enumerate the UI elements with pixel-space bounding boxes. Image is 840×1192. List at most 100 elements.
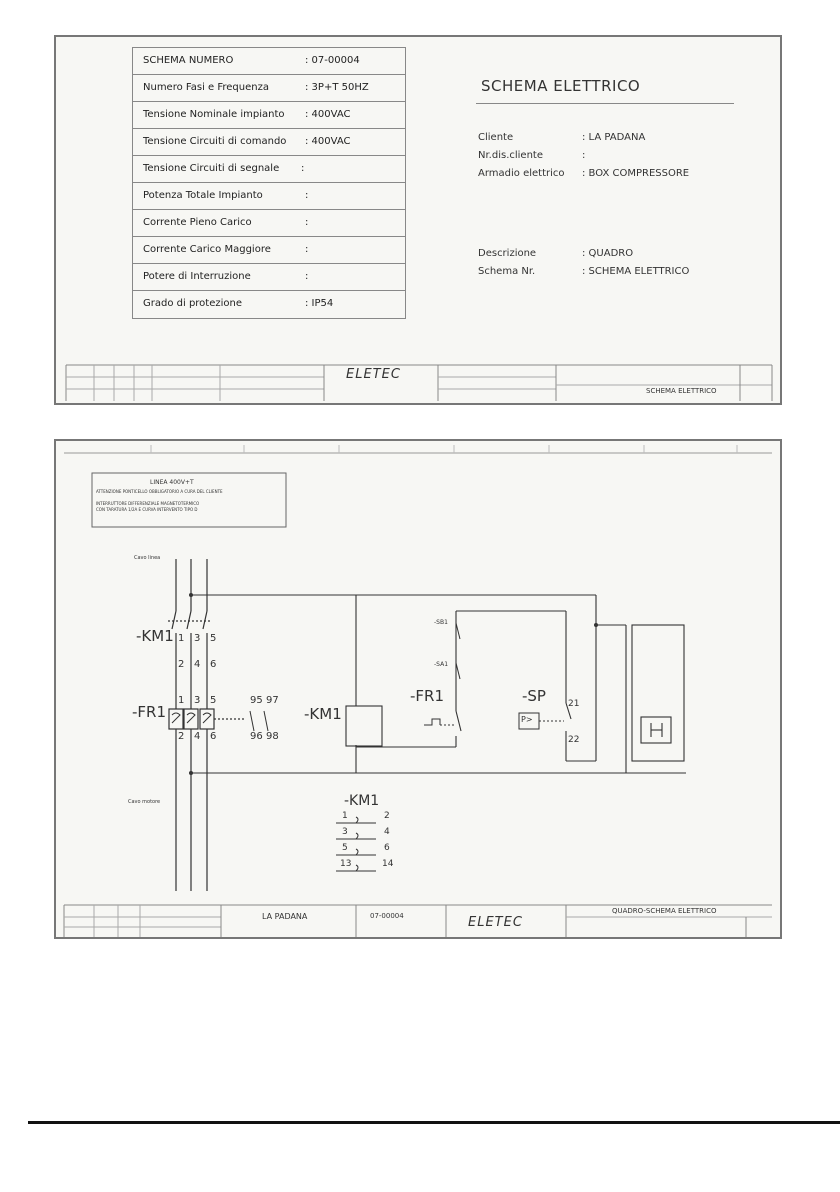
spec-value: : [305,271,309,282]
fr1-aux-terminal: 97 [266,695,279,706]
spec-label: SCHEMA NUMERO [143,55,234,66]
spec-row: Potenza Totale Impianto : [133,183,405,210]
junction-dot [594,623,598,627]
spec-label: Numero Fasi e Frequenza [143,82,269,93]
junction-dot [189,771,193,775]
spec-value: : [301,163,305,174]
km1-contact-b: 2 [384,811,390,821]
fr1-terminal: 3 [194,695,201,706]
fr1-contact-label: -FR1 [410,687,445,705]
title-underline [476,103,734,104]
km1-contact-table [336,816,376,872]
km1-contact-b: 6 [384,843,390,853]
thermal-element-icon [202,712,212,724]
junction-dot [189,593,193,597]
spec-label: Tensione Circuiti di comando [143,136,287,147]
drawing-title: SCHEMA ELETTRICO [481,77,641,95]
fr1-power-label: -FR1 [132,703,167,721]
frame-ticks [150,445,738,453]
fr1-aux-terminal: 98 [266,731,279,742]
note-line-1: ATTENZIONE PONTICELLO OBBLIGATORIO A CUR… [96,489,223,494]
cavo-linea-label: Cavo linea [134,555,161,561]
brand-logo: ELETEC [346,367,401,382]
spec-value: : [305,217,309,228]
schema-label: Schema Nr. [478,266,536,277]
client-label: Cliente [478,132,514,143]
note-title: LINEA 400V+T [150,479,194,486]
cavo-motore-label: Cavo motore [128,799,161,805]
description-label: Descrizione [478,248,537,259]
page-footer-rule [28,1121,840,1124]
km1-power-label: -KM1 [136,627,174,645]
cover-titleblock [65,364,773,401]
spec-value: : [305,190,309,201]
fr1-terminal: 2 [178,731,185,742]
spec-row: Tensione Circuiti di segnale : [133,156,405,183]
sb1-label: -SB1 [434,619,448,626]
client-value: : LA PADANA [582,132,646,143]
schema-value: : SCHEMA ELETTRICO [582,266,690,277]
km1-terminal: 1 [178,633,185,644]
spec-row: Grado di protezione : IP54 [133,291,405,318]
km1-contact-a: 1 [342,811,348,821]
description-value: : QUADRO [582,248,634,259]
km1-terminal: 3 [194,633,201,644]
spec-row: Tensione Nominale impianto : 400VAC [133,102,405,129]
fr1-terminal: 4 [194,731,201,742]
spec-label: Corrente Pieno Carico [143,217,252,228]
km1-contact-a: 13 [340,859,352,869]
spec-row: Corrente Pieno Carico : [133,210,405,237]
spec-label: Grado di protezione [143,298,243,309]
fr1-terminal: 1 [178,695,185,706]
spec-label: Corrente Carico Maggiore [143,244,271,255]
fr1-terminal: 6 [210,731,217,742]
spec-row: Tensione Circuiti di comando : 400VAC [133,129,405,156]
spec-label: Tensione Nominale impianto [143,109,285,120]
fr1-aux-contacts [249,710,269,732]
fr1-aux-terminal: 96 [250,731,263,742]
titleblock-sheet-title: SCHEMA ELETTRICO [646,387,717,395]
fr1-trip-icon [424,718,441,726]
spec-label: Potenza Totale Impianto [143,190,263,201]
km1-terminal: 5 [210,633,217,644]
cabinet-value: : BOX COMPRESSORE [582,168,690,179]
power-rails [168,559,246,891]
spec-row: Numero Fasi e Frequenza : 3P+T 50HZ [133,75,405,102]
km1-terminal: 4 [194,659,201,670]
thermal-element-icon [186,712,196,724]
drawing-client-label: Nr.dis.cliente [478,150,543,161]
brand-logo: ELETEC [468,915,523,930]
km1-contact-b: 14 [382,859,394,869]
cover-sheet: SCHEMA NUMERO : 07-00004 Numero Fasi e F… [54,35,782,405]
spec-row: SCHEMA NUMERO : 07-00004 [133,48,405,75]
control-circuit [191,594,686,774]
km1-contact-b: 4 [384,827,390,837]
note-line-2: INTERRUTTORE DIFFERENZIALE MAGNETOTERMIC… [96,501,200,506]
drawing-client-value: : [582,150,586,161]
km1-terminal: 6 [210,659,217,670]
schematic-titleblock [63,904,772,937]
schematic-drawing [63,445,772,937]
sp-label: -SP [522,687,546,705]
km1-terminal: 2 [178,659,185,670]
spec-table: SCHEMA NUMERO : 07-00004 Numero Fasi e F… [132,47,406,319]
spec-value: : IP54 [305,298,334,309]
spec-label: Potere di Interruzione [143,271,251,282]
spec-label: Tensione Circuiti di segnale [143,163,280,174]
schematic-sheet: LINEA 400V+T ATTENZIONE PONTICELLO OBBLI… [54,439,782,939]
thermal-element-icon [171,712,181,724]
titleblock-sheet-title: QUADRO-SCHEMA ELETTRICO [612,907,717,915]
km1-coil-label: -KM1 [304,705,342,723]
note-line-3: CON TARATURA 1/2A E CURVA INTERVENTO TIP… [96,507,198,512]
sp-symbol: P> [521,715,533,724]
sa1-label: -SA1 [434,661,449,668]
spec-value: : 07-00004 [305,55,360,66]
fr1-aux-terminal: 95 [250,695,263,706]
km1-contact-a: 5 [342,843,348,853]
spec-value: : 3P+T 50HZ [305,82,369,93]
spec-value: : 400VAC [305,109,351,120]
spec-row: Potere di Interruzione : [133,264,405,291]
km1-contact-a: 3 [342,827,348,837]
spec-value: : 400VAC [305,136,351,147]
fr1-terminal: 5 [210,695,217,706]
